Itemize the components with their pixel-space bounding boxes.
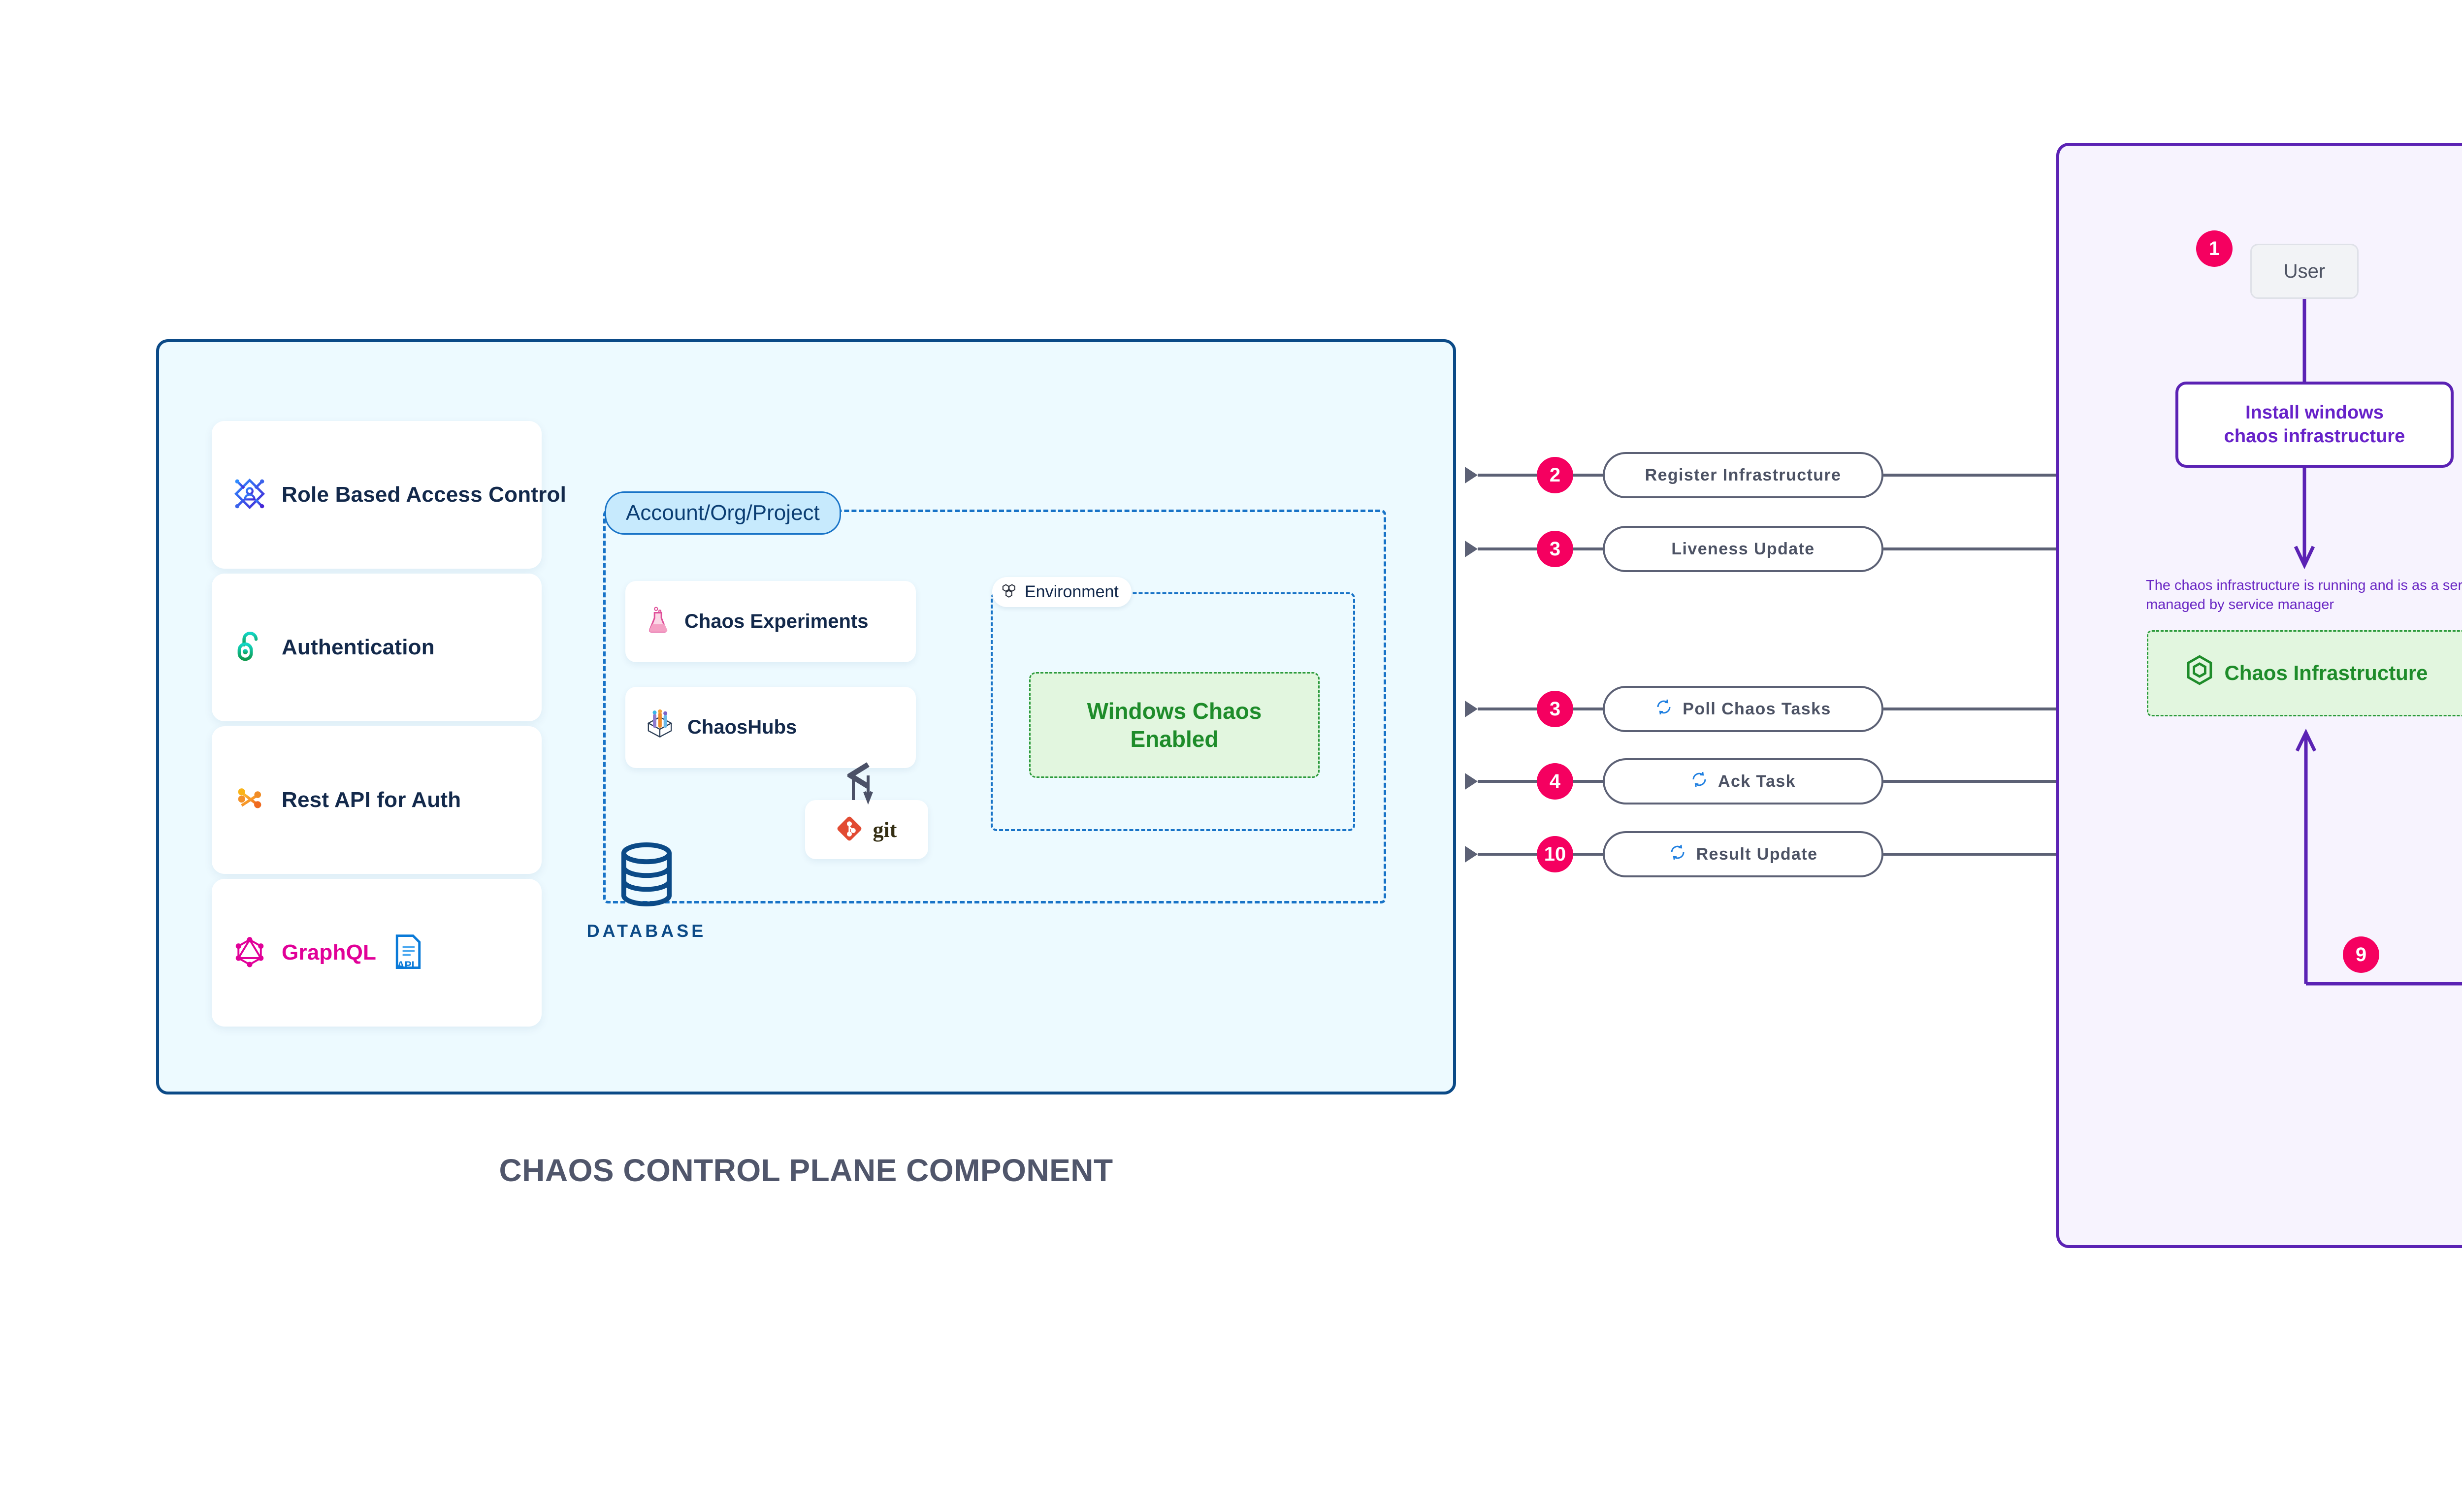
connector-label: Liveness Update <box>1671 539 1815 558</box>
rbac-icon <box>230 475 269 515</box>
feature-card-label: GraphQL <box>282 940 377 965</box>
feature-card-rbac[interactable]: Role Based Access Control <box>212 421 566 569</box>
feature-card-label: Authentication <box>282 635 435 659</box>
arrow-head-left-icon <box>1465 773 1478 790</box>
feature-card-graphql[interactable]: GraphQL API <box>212 879 542 1027</box>
database-cylinder-icon <box>614 842 679 915</box>
feature-card-authentication[interactable]: Authentication <box>212 574 542 721</box>
connector-label: Poll Chaos Tasks <box>1683 699 1831 718</box>
execution-plane-title: CHAOS EXECUTION PLANE COMPONENT <box>2056 1312 2462 1349</box>
arrow-head-left-icon <box>1465 467 1478 483</box>
connector-line <box>1573 474 1603 477</box>
step-badge-9: 9 <box>2343 936 2379 973</box>
feature-card-label: Rest API for Auth <box>282 788 461 812</box>
connector-line <box>1478 474 1537 477</box>
step-badge: 2 <box>1537 457 1573 493</box>
api-doc-icon: API <box>392 933 424 973</box>
connector-line <box>1478 547 1537 550</box>
connector-label: Ack Task <box>1718 772 1796 791</box>
graphql-icon <box>230 933 269 973</box>
connector-line <box>1573 780 1603 783</box>
sync-icon <box>1655 698 1673 720</box>
card-label: git <box>873 817 897 842</box>
install-line1: Install windows <box>2245 402 2384 423</box>
step-badge-1: 1 <box>2196 230 2233 267</box>
windows-chaos-enabled-box: Windows Chaos Enabled <box>1029 672 1320 778</box>
user-node[interactable]: User <box>2250 244 2359 299</box>
connector-label: Register Infrastructure <box>1645 465 1842 484</box>
arrow-head-left-icon <box>1465 846 1478 863</box>
connector-pill-ack-task[interactable]: Ack Task <box>1603 758 1883 804</box>
connector-pill-register-infrastructure[interactable]: Register Infrastructure <box>1603 452 1883 498</box>
card-git[interactable]: git <box>805 800 928 859</box>
sync-icon <box>1690 771 1708 793</box>
environment-group <box>991 592 1355 831</box>
windows-chaos-line2: Enabled <box>1130 726 1219 752</box>
windows-chaos-line1: Windows Chaos <box>1087 698 1262 724</box>
step-badge: 3 <box>1537 691 1573 727</box>
connector-pill-liveness-update[interactable]: Liveness Update <box>1603 526 1883 572</box>
git-icon <box>837 816 862 844</box>
account-org-project-chip[interactable]: Account/Org/Project <box>605 491 841 535</box>
connector-line <box>1478 708 1537 710</box>
connector-label: Result Update <box>1696 844 1818 864</box>
arrow-head-left-icon <box>1465 541 1478 557</box>
hexagon-icon <box>2186 655 2213 692</box>
step-badge: 10 <box>1537 836 1573 872</box>
database-node: DATABASE <box>575 842 718 941</box>
install-windows-chaos-infrastructure-node[interactable]: Install windows chaos infrastructure <box>2175 382 2454 468</box>
connector-line <box>1573 708 1603 710</box>
sync-icon <box>1669 843 1686 866</box>
environment-label: Environment <box>1025 582 1119 601</box>
chaos-infrastructure-label: Chaos Infrastructure <box>2224 661 2428 685</box>
connector-line <box>1478 780 1537 783</box>
connector-pill-poll-chaos-tasks[interactable]: Poll Chaos Tasks <box>1603 686 1883 732</box>
install-line2: chaos infrastructure <box>2224 425 2405 447</box>
connector-line <box>1573 547 1603 550</box>
rest-api-icon <box>230 780 269 821</box>
step-badge: 4 <box>1537 763 1573 800</box>
chaos-infrastructure-node[interactable]: Chaos Infrastructure <box>2147 630 2462 716</box>
arrow-head-left-icon <box>1465 701 1478 717</box>
environment-chip[interactable]: Environment <box>992 577 1132 607</box>
card-label: Chaos Experiments <box>684 611 869 632</box>
svg-text:API: API <box>397 960 414 971</box>
card-chaos-experiments[interactable]: Chaos Experiments <box>625 581 916 662</box>
annotation-chaos-infrastructure: The chaos infrastructure is running and … <box>2146 578 2462 613</box>
control-plane-title: CHAOS CONTROL PLANE COMPONENT <box>499 1153 1113 1188</box>
feature-card-rest-api[interactable]: Rest API for Auth <box>212 726 542 874</box>
step-badge: 3 <box>1537 531 1573 567</box>
feature-card-label: Role Based Access Control <box>282 483 566 507</box>
hexagon-cluster-icon <box>1001 582 1019 602</box>
card-chaoshubs[interactable]: ChaosHubs <box>625 687 916 768</box>
flask-icon <box>643 605 674 638</box>
unlock-icon <box>230 627 269 668</box>
database-label: DATABASE <box>586 921 707 941</box>
connector-line <box>1573 853 1603 856</box>
test-tube-rack-icon <box>643 709 677 745</box>
card-label: ChaosHubs <box>687 716 797 738</box>
connector-line <box>1478 853 1537 856</box>
connector-pill-result-update[interactable]: Result Update <box>1603 831 1883 877</box>
account-org-project-group <box>603 510 1386 903</box>
